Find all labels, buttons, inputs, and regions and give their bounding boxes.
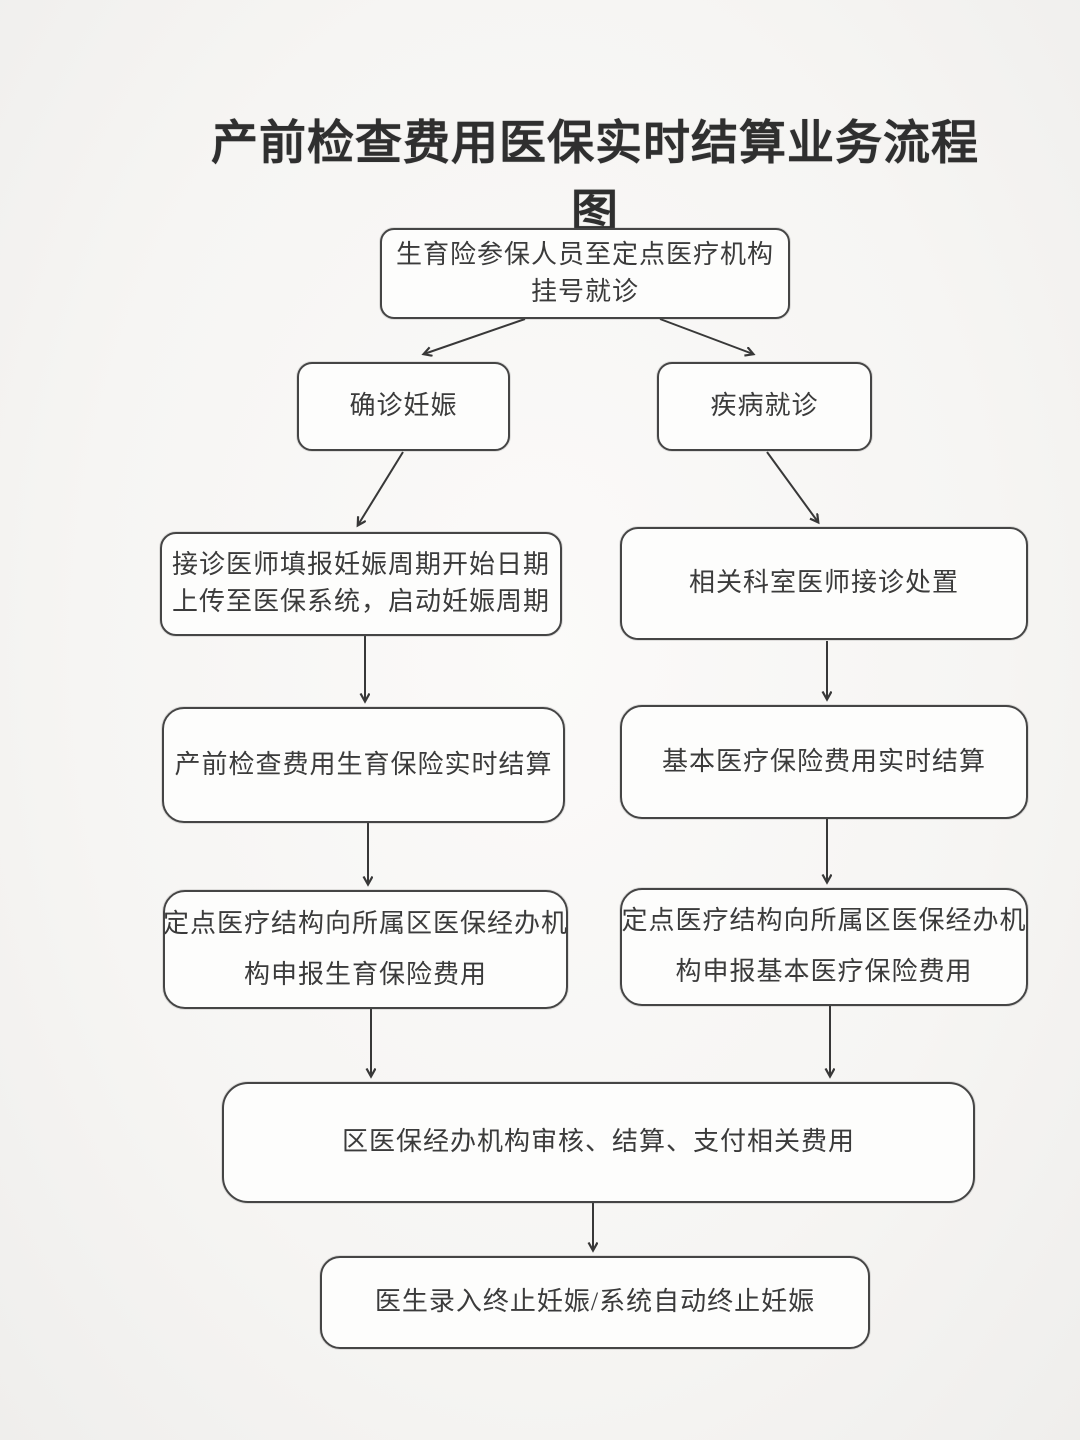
node-text: 接诊医师填报妊娠周期开始日期 [172,550,551,580]
node-registration: 生育险参保人员至定点医疗机构 挂号就诊 [380,228,790,319]
node-physician-report-cycle: 接诊医师填报妊娠周期开始日期 上传至医保系统，启动妊娠周期 [160,532,562,636]
node-text: 基本医疗保险费用实时结算 [661,746,986,776]
arrow-pregnancy-confirmed-to-physician-report [358,451,404,525]
node-basic-medical-settlement: 基本医疗保险费用实时结算 [620,705,1028,819]
node-text: 构申报基本医疗保险费用 [675,957,973,986]
arrow-registration-to-pregnancy-confirmed [424,318,526,354]
node-department-treatment: 相关科室医师接诊处置 [620,527,1028,640]
node-text: 定点医疗结构向所属区医保经办机 [621,906,1027,936]
node-declare-basic-fees: 定点医疗结构向所属区医保经办机 构申报基本医疗保险费用 [620,888,1028,1006]
node-text: 挂号就诊 [530,276,639,306]
node-text: 定点医疗结构向所属区医保经办机 [163,908,569,938]
node-text: 疾病就诊 [710,391,819,421]
node-disease-visit: 疾病就诊 [657,362,872,451]
arrow-disease-visit-to-department-treatment [766,451,818,522]
node-text: 产前检查费用生育保险实时结算 [174,749,553,779]
node-pregnancy-confirmed: 确诊妊娠 [297,362,510,451]
node-prenatal-maternity-settlement: 产前检查费用生育保险实时结算 [162,707,565,823]
node-text: 相关科室医师接诊处置 [688,568,959,598]
node-text: 上传至医保系统，启动妊娠周期 [172,587,551,616]
node-text: 医生录入终止妊娠/系统自动终止妊娠 [374,1287,816,1317]
node-terminate-pregnancy: 医生录入终止妊娠/系统自动终止妊娠 [320,1256,870,1349]
node-text: 确诊妊娠 [349,391,458,421]
node-text: 构申报生育保险费用 [243,959,487,989]
page-title: 产前检查费用医保实时结算业务流程图 [211,118,979,239]
arrow-registration-to-disease-visit [659,318,753,354]
node-text: 生育险参保人员至定点医疗机构 [395,239,774,269]
node-review-settle-pay: 区医保经办机构审核、结算、支付相关费用 [222,1082,975,1203]
node-text: 区医保经办机构审核、结算、支付相关费用 [341,1127,855,1157]
node-declare-maternity-fees: 定点医疗结构向所属区医保经办机 构申报生育保险费用 [163,890,568,1009]
